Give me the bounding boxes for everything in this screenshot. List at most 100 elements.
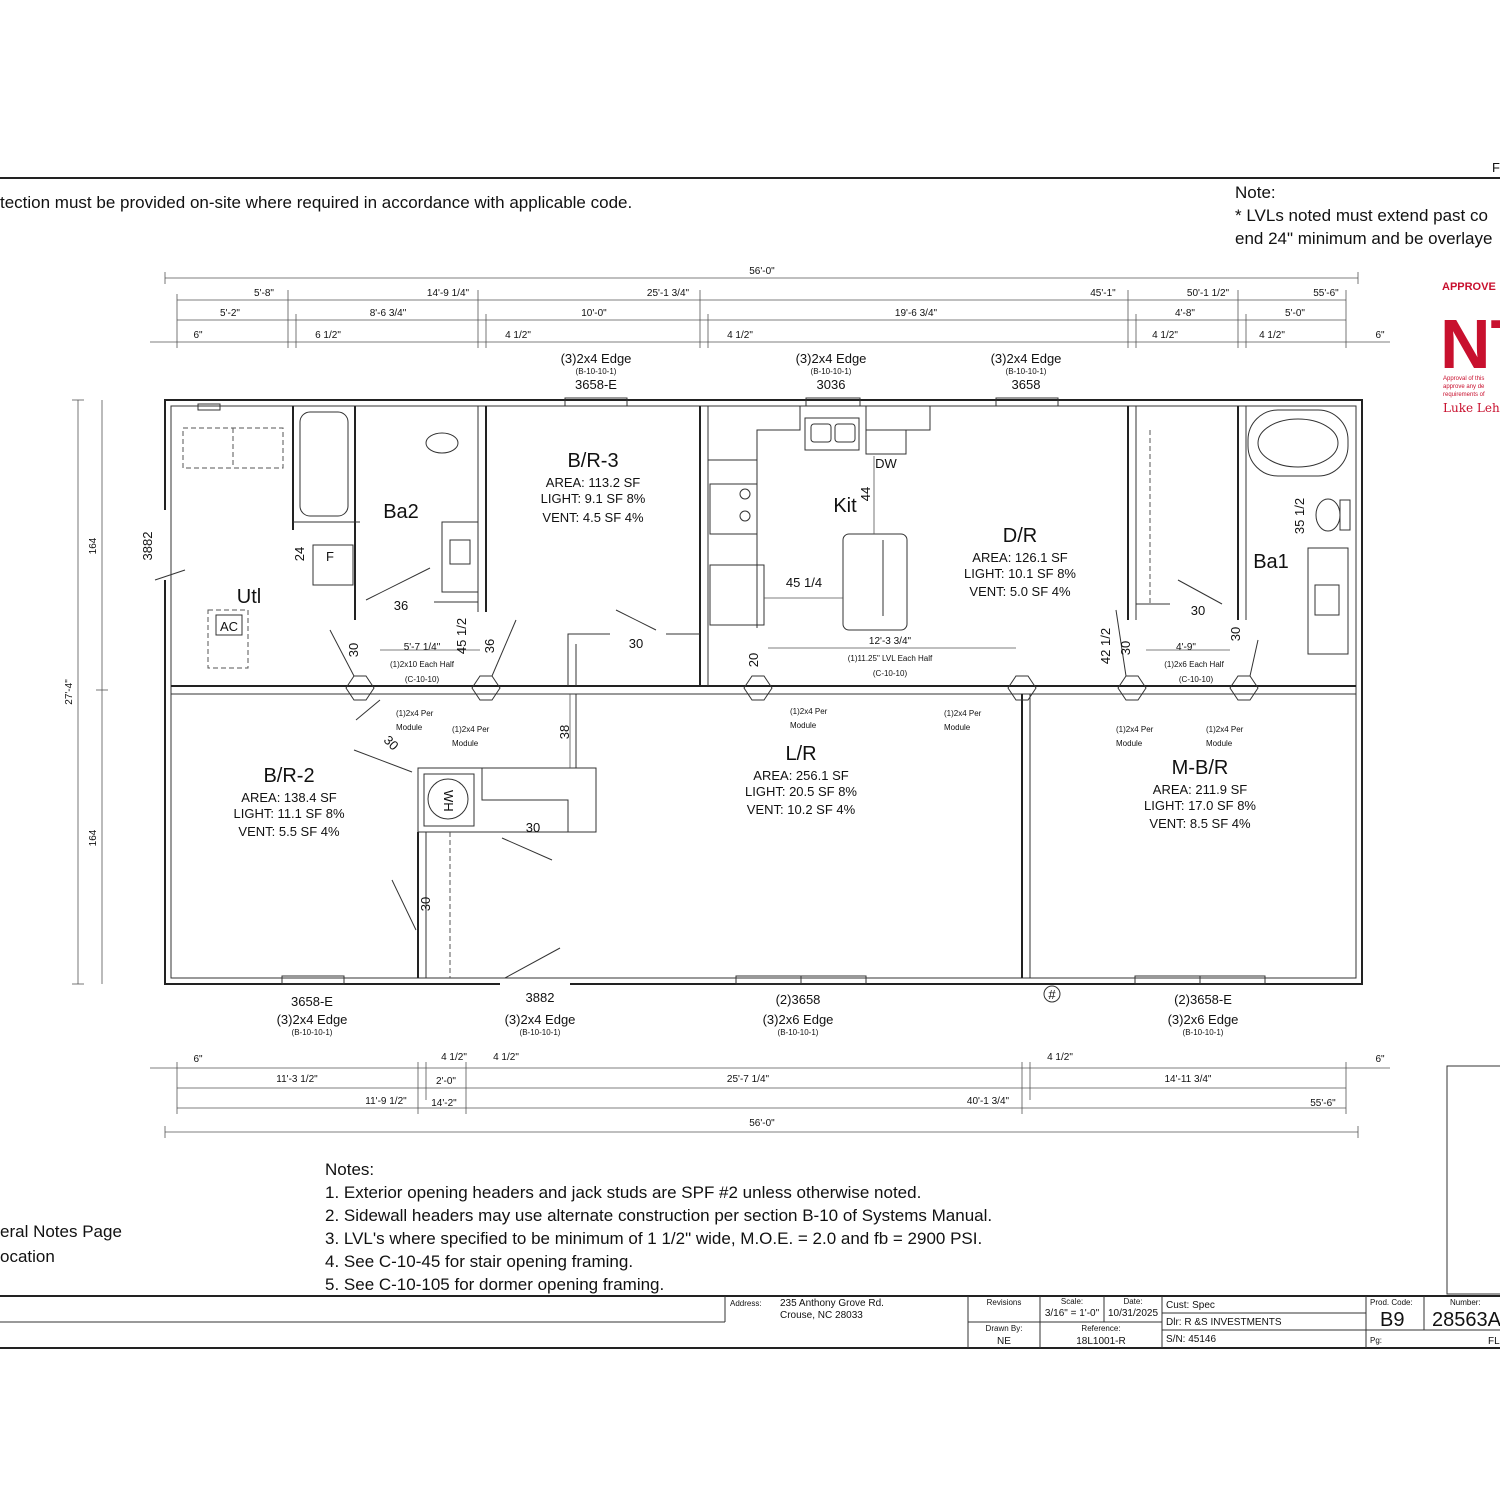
- dim-20: 20: [746, 653, 761, 667]
- top-dim-r2-2: 10'-0": [581, 308, 607, 319]
- title-block: Address: 235 Anthony Grove Rd. Crouse, N…: [0, 1295, 1500, 1349]
- tb-revisions-label: Revisions: [987, 1298, 1022, 1307]
- tb-date: 10/31/2025: [1108, 1308, 1158, 1319]
- top-dim-r2-1: 8'-6 3/4": [370, 308, 407, 319]
- approval-stamp: APPROVE NT Approval of this approve any …: [1440, 281, 1500, 415]
- furnace-label: F: [326, 549, 334, 564]
- room-mbr-area: AREA: 211.9 SF: [1153, 782, 1247, 797]
- dim-24: 24: [292, 547, 307, 561]
- notes-title: Notes:: [325, 1160, 374, 1179]
- tb-prod-label: Prod. Code:: [1370, 1298, 1413, 1307]
- dim-30c: 30: [1118, 641, 1133, 655]
- top-dim-r1-3: 45'-1": [1090, 288, 1116, 299]
- top-window-0-spec: (3)2x4 Edge: [561, 351, 632, 366]
- side-upper-dim: 164: [88, 537, 99, 554]
- dim-30g: 30: [526, 820, 540, 835]
- bottom-window-0-ref: (B-10-10-1): [292, 1028, 333, 1037]
- per-module-5: (1)2x4 Per: [1116, 725, 1154, 734]
- module-4: Module: [944, 723, 971, 732]
- tb-number-label: Number:: [1450, 1298, 1481, 1307]
- top-window-2-spec: (3)2x4 Edge: [991, 351, 1062, 366]
- note-3: 3. LVL's where specified to be minimum o…: [325, 1229, 982, 1248]
- room-mbr-vent: VENT: 8.5 SF 4%: [1149, 816, 1251, 831]
- top-window-2-ref: (B-10-10-1): [1006, 367, 1047, 376]
- bot-dim-r2-3: 14'-11 3/4": [1165, 1074, 1212, 1085]
- room-br2-light: LIGHT: 11.1 SF 8%: [233, 806, 344, 821]
- dim-45-1-4: 45 1/4: [786, 575, 822, 590]
- module-3: Module: [790, 721, 817, 730]
- room-br3: B/R-3 AREA: 113.2 SF LIGHT: 9.1 SF 8% VE…: [541, 450, 646, 525]
- top-dim-r2-3: 19'-6 3/4": [895, 308, 938, 319]
- top-window-2-code: 3658: [1012, 377, 1041, 392]
- per-module-4: (1)2x4 Per: [944, 709, 982, 718]
- dim-42-1-2: 42 1/2: [1098, 628, 1113, 664]
- tb-scale: 3/16" = 1'-0": [1045, 1308, 1100, 1319]
- bottom-window-1-code: 3882: [526, 990, 555, 1005]
- tb-drawn: NE: [997, 1336, 1011, 1347]
- bot-dim-r1-1: 4 1/2": [441, 1052, 467, 1063]
- header3-spec: (1)2x6 Each Half: [1164, 660, 1224, 669]
- room-br3-area: AREA: 113.2 SF: [546, 475, 640, 490]
- kitchen-label: Kit: [833, 495, 857, 517]
- right-note-title: Note:: [1235, 183, 1276, 202]
- top-dim-r2-4: 4'-8": [1175, 308, 1195, 319]
- water-heater-label: WH: [441, 790, 456, 812]
- top-window-1-ref: (B-10-10-1): [811, 367, 852, 376]
- side-box: [1446, 1065, 1500, 1295]
- header2-ref: (C-10-10): [873, 669, 908, 678]
- bottom-overall-dim: 56'-0": [749, 1118, 775, 1129]
- corner-mark: F: [1492, 160, 1500, 175]
- dim-36b: 36: [482, 639, 497, 653]
- note-5: 5. See C-10-105 for dormer opening frami…: [325, 1275, 664, 1294]
- top-dim-r2-5: 5'-0": [1285, 308, 1305, 319]
- header3-ref: (C-10-10): [1179, 675, 1214, 684]
- bottom-window-0-spec: (3)2x4 Edge: [277, 1012, 348, 1027]
- dim-38: 38: [557, 725, 572, 739]
- bot-dim-r3-1: 14'-2": [431, 1098, 457, 1109]
- note-2: 2. Sidewall headers may use alternate co…: [325, 1206, 992, 1225]
- right-note-line2: end 24" minimum and be overlaye: [1235, 229, 1492, 248]
- tb-pg-label: Pg:: [1370, 1336, 1382, 1345]
- tb-sn: S/N: 45146: [1166, 1334, 1216, 1345]
- left-note-2: ocation: [0, 1247, 55, 1266]
- module-5: Module: [1116, 739, 1143, 748]
- approval-line2: approve any de: [1443, 384, 1485, 390]
- tb-address1: 235 Anthony Grove Rd.: [780, 1298, 884, 1309]
- side-door-label: 3882: [140, 532, 155, 561]
- utility-label: Utl: [237, 586, 261, 608]
- header1-dim: 5'-7 1/4": [404, 642, 441, 653]
- tb-drawn-label: Drawn By:: [986, 1324, 1023, 1333]
- top-dimensions: 56'-0" 5'-8" 14'-9 1/4" 25'-1 3/4" 45'-1…: [150, 266, 1390, 348]
- bottom-window-2-ref: (B-10-10-1): [778, 1028, 819, 1037]
- top-window-1-spec: (3)2x4 Edge: [796, 351, 867, 366]
- dim-35-1-2: 35 1/2: [1292, 498, 1307, 534]
- room-br3-vent: VENT: 4.5 SF 4%: [542, 510, 644, 525]
- top-dim-r3-3: 4 1/2": [727, 330, 753, 341]
- top-dim-r2-0: 5'-2": [220, 308, 240, 319]
- dim-30f: 30: [381, 732, 402, 753]
- tb-prod: B9: [1380, 1309, 1404, 1331]
- header2-spec: (1)11.25" LVL Each Half: [848, 654, 933, 663]
- top-window-1-code: 3036: [817, 377, 846, 392]
- top-dim-r3-0: 6": [193, 330, 203, 341]
- module-6: Module: [1206, 739, 1233, 748]
- ac-label: AC: [220, 619, 238, 634]
- top-dim-r3-1: 6 1/2": [315, 330, 341, 341]
- note-4: 4. See C-10-45 for stair opening framing…: [325, 1252, 633, 1271]
- approval-line1: Approval of this: [1443, 376, 1484, 382]
- top-window-0-ref: (B-10-10-1): [576, 367, 617, 376]
- top-dim-r1-1: 14'-9 1/4": [427, 288, 470, 299]
- bottom-window-2-code: (2)3658: [776, 992, 821, 1007]
- bot-dim-r2-2: 25'-7 1/4": [727, 1074, 770, 1085]
- tb-reference: 18L1001-R: [1076, 1336, 1125, 1347]
- approval-logo: NT: [1440, 305, 1500, 383]
- bot-dim-r2-0: 11'-3 1/2": [276, 1074, 318, 1085]
- bottom-window-labels: 3658-E (3)2x4 Edge (B-10-10-1) 3882 (3)2…: [277, 990, 1239, 1037]
- room-mbr-name: M-B/R: [1172, 757, 1229, 779]
- side-overall-dim: 27'-4": [64, 679, 75, 705]
- room-lr-vent: VENT: 10.2 SF 4%: [747, 802, 856, 817]
- room-labels: B/R-3 AREA: 113.2 SF LIGHT: 9.1 SF 8% VE…: [215, 450, 1289, 839]
- tb-address-label: Address:: [730, 1299, 762, 1308]
- dim-30d: 30: [1191, 603, 1205, 618]
- top-dim-r1-4: 50'-1 1/2": [1187, 288, 1230, 299]
